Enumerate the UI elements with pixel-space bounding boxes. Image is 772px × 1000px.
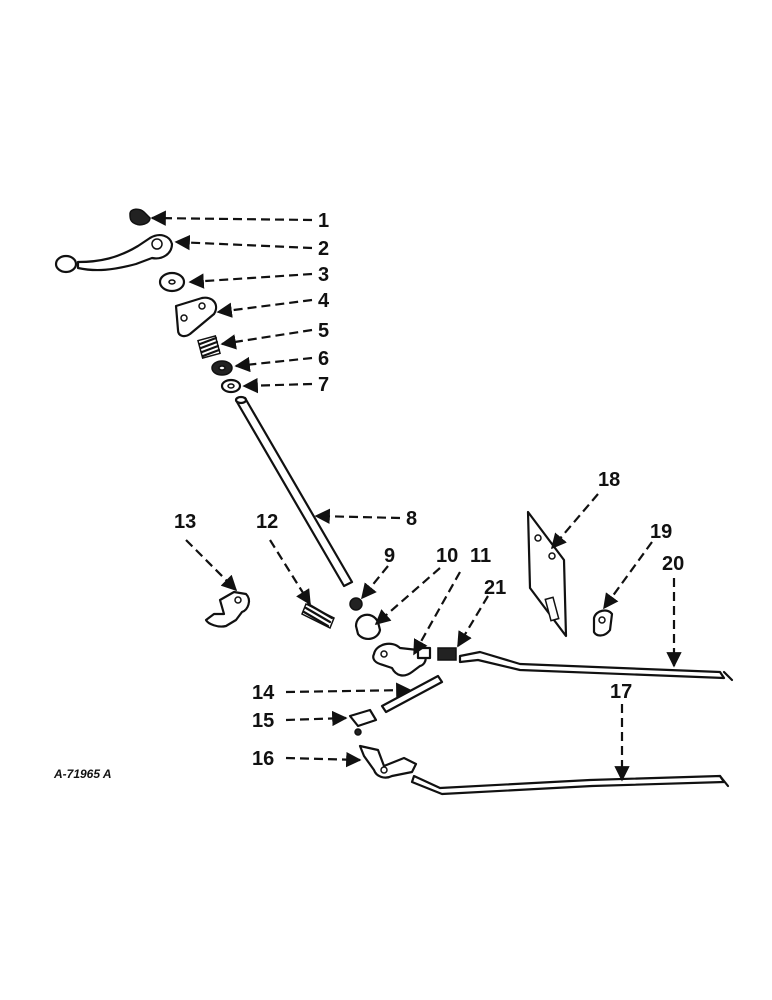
leader-19 <box>603 541 653 610</box>
leader-1 <box>150 210 313 226</box>
leader-18 <box>551 493 599 550</box>
callout-18: 18 <box>598 469 620 491</box>
callout-5: 5 <box>318 320 329 342</box>
leader-16 <box>285 751 362 768</box>
part-12-spring <box>301 602 335 630</box>
leader-3 <box>188 272 313 289</box>
leader-2 <box>174 234 313 251</box>
leader-21 <box>457 595 489 648</box>
callout-13: 13 <box>174 511 196 533</box>
leader-8 <box>314 508 401 525</box>
part-7-washer <box>220 378 242 394</box>
part-8-shaft <box>234 395 354 588</box>
callout-8: 8 <box>406 508 417 530</box>
part-21-fitting <box>437 647 457 661</box>
leader-lines <box>150 210 682 782</box>
callout-7: 7 <box>318 374 329 396</box>
callout-10: 10 <box>436 545 458 567</box>
callout-15: 15 <box>252 710 274 732</box>
leader-14 <box>285 682 412 698</box>
part-15-clevis <box>348 708 378 736</box>
callout-9: 9 <box>384 545 395 567</box>
leader-11 <box>413 571 461 656</box>
leader-12 <box>269 539 311 606</box>
callout-2: 2 <box>318 238 329 260</box>
figure-code: A-71965 A <box>53 767 112 781</box>
part-4-plate <box>174 296 218 338</box>
callout-14: 14 <box>252 682 275 704</box>
callout-1: 1 <box>318 210 329 232</box>
callout-labels: 1 2 3 4 5 6 7 8 9 10 11 12 13 14 15 16 1… <box>174 210 684 770</box>
part-11-bellcrank <box>372 642 432 677</box>
part-13-bracket <box>204 590 251 628</box>
callout-6: 6 <box>318 348 329 370</box>
callout-3: 3 <box>318 264 329 286</box>
callout-11: 11 <box>470 545 491 567</box>
leader-15 <box>285 710 348 727</box>
leader-6 <box>234 356 313 373</box>
callout-17: 17 <box>610 681 632 703</box>
callout-21: 21 <box>484 577 506 599</box>
part-10-clip <box>354 613 382 640</box>
leader-7 <box>242 377 313 394</box>
callout-4: 4 <box>318 290 330 312</box>
leader-9 <box>361 565 389 600</box>
part-14-rod <box>380 674 444 714</box>
part-6-nut <box>211 360 233 376</box>
part-2-hand-lever <box>54 234 174 274</box>
part-17-rod <box>410 774 730 796</box>
part-18-plate <box>526 510 568 638</box>
part-9-nut <box>349 597 363 611</box>
part-3-washer <box>158 271 186 293</box>
leader-4 <box>216 298 313 318</box>
part-19-clip <box>592 609 614 637</box>
leader-10 <box>374 567 441 626</box>
leader-5 <box>220 328 313 350</box>
callout-20: 20 <box>662 553 684 575</box>
leader-13 <box>185 539 238 592</box>
part-16-lever <box>358 744 418 779</box>
part-5-spring <box>197 335 221 359</box>
callout-19: 19 <box>650 521 672 543</box>
part-20-rod <box>458 650 734 682</box>
part-1-knob <box>129 208 151 226</box>
callout-12: 12 <box>256 511 278 533</box>
callout-16: 16 <box>252 748 274 770</box>
